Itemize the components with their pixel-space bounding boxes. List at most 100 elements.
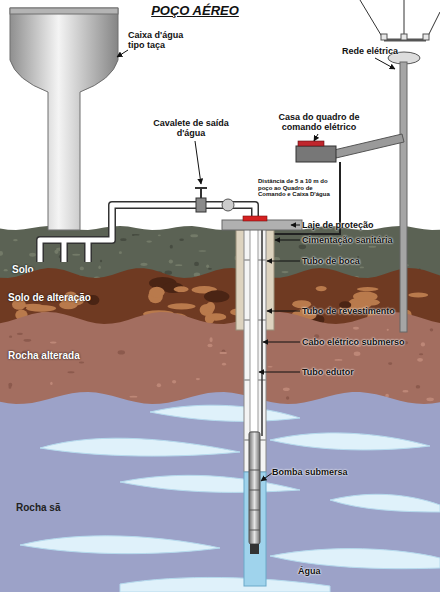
part-label: Distância de 5 a 10 m do poço ao Quadro … [258,178,336,198]
soil-texture [194,262,199,266]
control-box-cover [298,141,324,146]
water-vein [270,433,430,450]
soil-texture [273,257,281,261]
soil-texture [86,244,88,247]
utility-pole [400,62,407,332]
soil-texture [208,268,212,270]
soil-texture [417,358,423,362]
soil-texture [421,342,425,346]
part-label: Casa do quadro de comando elétrico [274,112,364,132]
soil-texture [196,378,200,380]
soil-texture [98,265,100,269]
soil-texture [360,266,365,268]
soil-texture [286,396,289,399]
soil-texture [169,259,173,263]
tank-rim [10,8,118,14]
conduit [334,134,404,158]
soil-texture [59,255,64,259]
water-vein [120,577,330,592]
soil-texture [118,350,125,354]
soil-texture [4,269,8,271]
casing-joint [244,260,266,440]
stratum-label: Solo de alteração [8,292,91,303]
soil-texture [283,388,290,392]
soil-texture [246,384,253,388]
soil-texture [26,305,56,312]
soil-texture [13,239,18,241]
part-label: Água [298,566,358,576]
soil-texture [9,385,12,389]
part-label: Laje de proteção [302,220,436,230]
soil-texture [334,359,342,361]
soil-texture [207,344,212,347]
open-borehole [244,472,266,586]
part-label: Rede elétrica [342,46,422,56]
soil-texture [254,343,259,347]
leader-line [375,58,395,69]
soil-texture [416,385,420,389]
leader-line [195,141,201,184]
soil-texture [100,260,102,263]
soil-texture [54,250,58,254]
soil-texture [29,253,36,257]
leader-line [267,261,300,262]
valve [196,198,206,212]
well-head [243,216,267,221]
soil-texture [419,353,423,355]
soil-texture [316,286,327,291]
part-label: Cavalete de saída d'água [148,118,234,138]
soil-texture [206,265,209,268]
part-label: Caixa d'água tipo taça [128,30,192,50]
soil-texture [0,251,3,256]
soil-texture [299,245,306,250]
soil-texture [170,245,173,249]
pump-rib [249,470,260,530]
water-vein [150,405,300,421]
soil-texture [426,397,434,401]
soil-texture [24,339,32,342]
soil-texture [68,371,75,373]
soil-texture [357,287,379,291]
cross-arm [384,39,426,42]
part-label: Tubo edutor [302,367,436,377]
soil-texture [235,256,237,261]
stratum-band: Rocha sã [0,392,440,592]
soil-texture [132,234,135,236]
pump-intake [250,544,259,554]
soil-texture [368,246,376,248]
soil-texture [206,302,215,312]
soil-texture [72,254,80,256]
stratum-fill [0,392,440,592]
soil-texture [365,299,380,305]
well-casing [244,222,266,472]
part-label: Bomba submersa [272,467,382,477]
soil-texture [249,364,251,369]
soil-texture [9,336,12,338]
soil-texture [149,287,165,298]
leader-line [261,473,272,481]
leader-line [267,311,300,312]
control-box [296,146,336,162]
leader-line [314,134,318,141]
pipe [40,205,255,262]
water-meter [222,199,234,211]
soil-texture [210,337,213,342]
leader-line [291,225,300,226]
water-vein [270,549,440,569]
soil-texture [50,341,56,343]
soil-texture [133,234,140,236]
insulator [423,34,429,40]
soil-texture [388,362,392,365]
soil-texture [175,264,182,266]
soil-texture [403,264,409,267]
soil-texture [80,266,84,270]
stratum-shape [0,392,440,592]
soil-texture [36,243,40,245]
soil-texture [198,250,206,252]
pipe-outline [40,205,255,262]
submerged-cable [261,222,263,436]
